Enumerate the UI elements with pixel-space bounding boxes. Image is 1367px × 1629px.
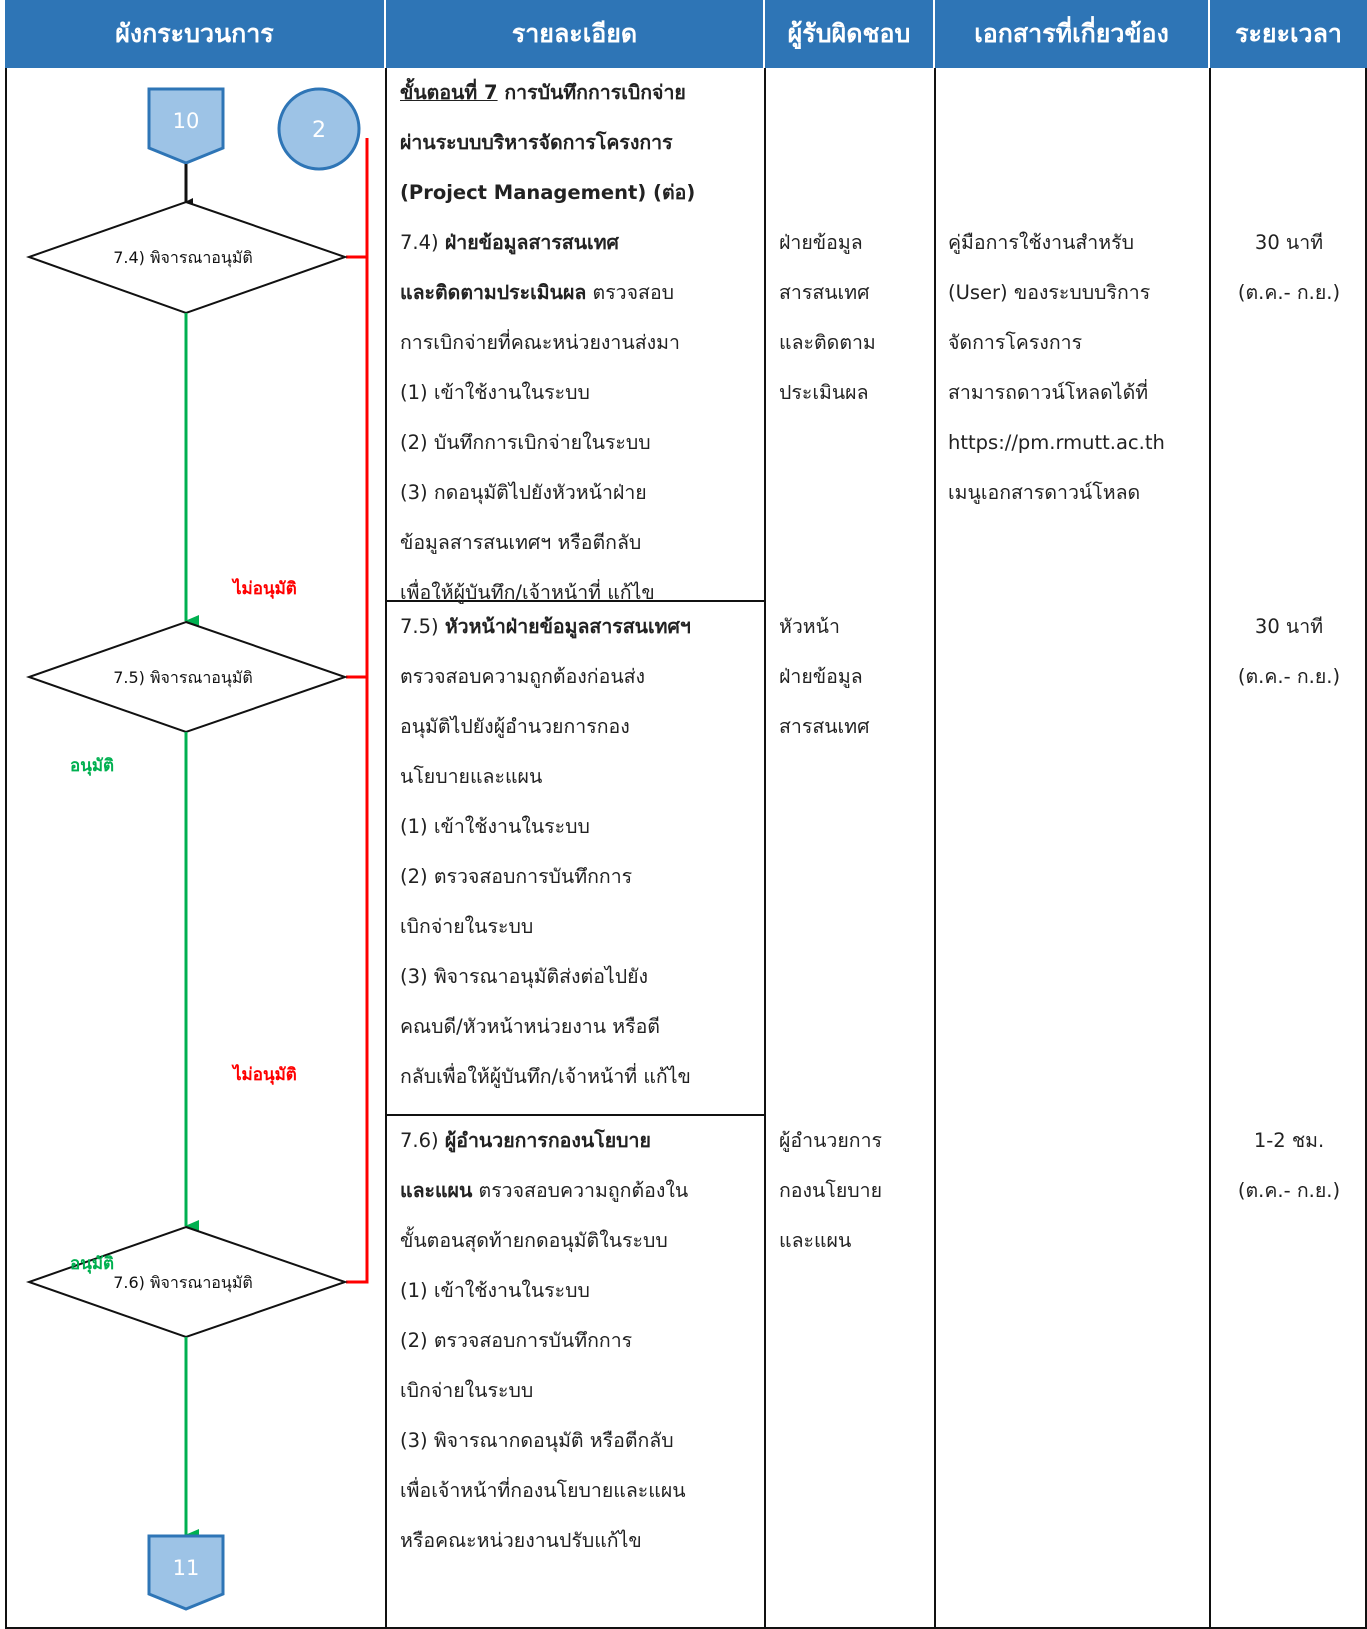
documents-cell: คู่มือการใช้งานสำหรับ (User) ของระบบบริก… — [948, 218, 1165, 518]
reject-label-1: ไม่อนุมัติ — [233, 579, 297, 599]
decision-7-5-diamond: 7.5) พิจารณาอนุมัติ — [25, 620, 349, 734]
detail-heading: 7.5) หัวหน้าฝ่ายข้อมูลสารสนเทศฯ — [400, 615, 691, 638]
flowchart: 10 2 7.4) พิจารณาอนุมัติ 7.5) พิจารณาอนุ… — [25, 87, 369, 1611]
detail-line: เพื่อเจ้าหน้าที่กองนโยบายและแผน — [400, 1479, 686, 1502]
document-line: (User) ของระบบบริการ — [948, 281, 1151, 304]
decision-7-4-diamond: 7.4) พิจารณาอนุมัติ — [25, 200, 349, 315]
duration-cell-7-4: 30 นาที (ต.ค.- ก.ย.) — [1211, 218, 1367, 318]
reject-loop-line — [346, 138, 369, 1284]
decision-1-label: 7.4) พิจารณาอนุมัติ — [113, 248, 253, 268]
detail-cell-7-6: 7.6) ผู้อำนวยการกองนโยบาย และแผน ตรวจสอบ… — [400, 1116, 688, 1566]
decision-3-label: 7.6) พิจารณาอนุมัติ — [113, 1273, 253, 1293]
detail-line: อนุมัติไปยังผู้อำนวยการกอง — [400, 715, 630, 738]
duration-period: (ต.ค.- ก.ย.) — [1237, 1179, 1341, 1202]
responsible-line: กองนโยบาย — [779, 1179, 883, 1202]
responsible-line: ฝ่ายข้อมูล — [779, 665, 863, 688]
detail-line: นโยบายและแผน — [400, 765, 543, 788]
detail-line: (2) ตรวจสอบการบันทึกการ — [400, 865, 633, 888]
responsible-cell-7-4: ฝ่ายข้อมูล สารสนเทศ และติดตาม ประเมินผล — [779, 218, 876, 418]
responsible-cell-7-5: หัวหน้า ฝ่ายข้อมูล สารสนเทศ — [779, 602, 869, 752]
header-detail: รายละเอียด — [386, 0, 765, 68]
detail-line: เพื่อให้ผู้บันทึก/เจ้าหน้าที่ แก้ไข — [400, 581, 655, 604]
duration-value: 30 นาที — [1254, 231, 1324, 254]
detail-line: ตรวจสอบความถูกต้องก่อนส่ง — [400, 665, 646, 688]
column-divider — [385, 68, 387, 1629]
column-divider — [1209, 68, 1211, 1629]
detail-line: (1) เข้าใช้งานในระบบ — [400, 381, 590, 404]
connector-out-label: 11 — [173, 1556, 200, 1580]
detail-line: (1) เข้าใช้งานในระบบ — [400, 815, 590, 838]
duration-period: (ต.ค.- ก.ย.) — [1237, 665, 1341, 688]
row-divider — [386, 600, 764, 602]
header-responsible: ผู้รับผิดชอบ — [765, 0, 935, 68]
detail-line: เบิกจ่ายในระบบ — [400, 1379, 534, 1402]
duration-value: 30 นาที — [1254, 615, 1324, 638]
responsible-line: ฝ่ายข้อมูล — [779, 231, 863, 254]
detail-line: ข้อมูลสารสนเทศฯ หรือตีกลับ — [400, 531, 642, 554]
duration-cell-7-6: 1-2 ชม. (ต.ค.- ก.ย.) — [1211, 1116, 1367, 1216]
responsible-line: ผู้อำนวยการ — [779, 1129, 883, 1152]
connector-loop-label: 2 — [312, 118, 326, 143]
document-line: คู่มือการใช้งานสำหรับ — [948, 231, 1134, 254]
step-title-line: ผ่านระบบบริหารจัดการโครงการ — [400, 131, 673, 154]
detail-line: กลับเพื่อให้ผู้บันทึก/เจ้าหน้าที่ แก้ไข — [400, 1065, 691, 1088]
detail-line: (3) กดอนุมัติไปยังหัวหน้าฝ่าย — [400, 481, 647, 504]
reject-label-2: ไม่อนุมัติ — [233, 1065, 297, 1085]
detail-line: (2) ตรวจสอบการบันทึกการ — [400, 1329, 633, 1352]
detail-heading: และแผน ตรวจสอบความถูกต้องใน — [400, 1179, 689, 1202]
column-divider — [764, 68, 766, 1629]
responsible-line: สารสนเทศ — [779, 715, 870, 738]
responsible-line: สารสนเทศ — [779, 281, 870, 304]
duration-cell-7-5: 30 นาที (ต.ค.- ก.ย.) — [1211, 602, 1367, 702]
document-line: จัดการโครงการ — [948, 331, 1083, 354]
detail-heading: และติดตามประเมินผล ตรวจสอบ — [400, 281, 675, 304]
detail-line: การเบิกจ่ายที่คณะหน่วยงานส่งมา — [400, 331, 680, 354]
connector-11-icon: 11 — [147, 1534, 225, 1611]
detail-cell-7-4: ขั้นตอนที่ 7 การบันทึกการเบิกจ่าย ผ่านระ… — [400, 68, 695, 618]
decision-7-6-diamond: 7.6) พิจารณาอนุมัติ — [25, 1225, 349, 1339]
detail-line: หรือคณะหน่วยงานปรับแก้ไข — [400, 1529, 642, 1552]
detail-line: (2) บันทึกการเบิกจ่ายในระบบ — [400, 431, 651, 454]
detail-cell-7-5: 7.5) หัวหน้าฝ่ายข้อมูลสารสนเทศฯ ตรวจสอบค… — [400, 602, 691, 1102]
duration-value: 1-2 ชม. — [1253, 1129, 1325, 1152]
decision-2-label: 7.5) พิจารณาอนุมัติ — [113, 668, 253, 688]
row-divider — [386, 1114, 764, 1116]
approve-label-2: อนุมัติ — [70, 1254, 115, 1274]
step-title: ขั้นตอนที่ 7 การบันทึกการเบิกจ่าย — [400, 81, 686, 104]
detail-line: (3) พิจารณากดอนุมัติ หรือตีกลับ — [400, 1429, 674, 1452]
step-title-line: (Project Management) (ต่อ) — [400, 181, 696, 204]
table-frame — [5, 68, 1367, 1629]
document-line: เมนูเอกสารดาวน์โหลด — [948, 481, 1141, 504]
connector-2-icon: 2 — [277, 87, 361, 171]
detail-line: เบิกจ่ายในระบบ — [400, 915, 534, 938]
column-divider — [934, 68, 936, 1629]
connector-in-label: 10 — [173, 109, 200, 133]
detail-line: (3) พิจารณาอนุมัติส่งต่อไปยัง — [400, 965, 649, 988]
approve-label-1: อนุมัติ — [70, 756, 115, 776]
responsible-line: และแผน — [779, 1229, 852, 1252]
detail-heading: 7.6) ผู้อำนวยการกองนโยบาย — [400, 1129, 651, 1152]
header-duration: ระยะเวลา — [1210, 0, 1367, 68]
duration-period: (ต.ค.- ก.ย.) — [1237, 281, 1341, 304]
document-line: สามารถดาวน์โหลดได้ที่ — [948, 381, 1149, 404]
detail-line: คณบดี/หัวหน้าหน่วยงาน หรือตี — [400, 1015, 660, 1038]
detail-line: ขั้นตอนสุดท้ายกดอนุมัติในระบบ — [400, 1229, 668, 1252]
header-documents: เอกสารที่เกี่ยวข้อง — [935, 0, 1210, 68]
detail-line: (1) เข้าใช้งานในระบบ — [400, 1279, 590, 1302]
responsible-line: และติดตาม — [779, 331, 876, 354]
connector-10-icon: 10 — [147, 87, 225, 165]
responsible-line: ประเมินผล — [779, 381, 869, 404]
responsible-cell-7-6: ผู้อำนวยการ กองนโยบาย และแผน — [779, 1116, 882, 1266]
document-url[interactable]: https://pm.rmutt.ac.th — [948, 431, 1165, 454]
responsible-line: หัวหน้า — [779, 615, 840, 638]
header-flow: ผังกระบวนการ — [5, 0, 386, 68]
detail-heading: 7.4) ฝ่ายข้อมูลสารสนเทศ — [400, 231, 619, 254]
